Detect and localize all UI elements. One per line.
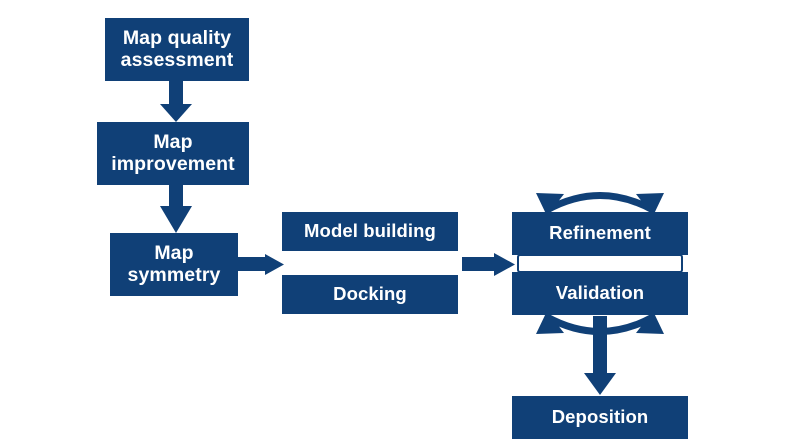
- node-map-quality-assessment-label: Map quality assessment: [120, 26, 234, 71]
- node-model-building[interactable]: Model building: [282, 212, 458, 251]
- arrow-map-quality-to-map-improvement: [160, 81, 192, 122]
- node-docking-label: Docking: [333, 283, 407, 305]
- refinement-validation-connector-plate: [517, 254, 683, 273]
- node-docking[interactable]: Docking: [282, 275, 458, 314]
- arrow-validation-to-deposition: [584, 316, 616, 395]
- node-validation-label: Validation: [555, 282, 645, 304]
- arrow-map-symmetry-to-build-dock: [238, 254, 284, 275]
- node-map-symmetry[interactable]: Map symmetry: [110, 233, 238, 296]
- node-deposition[interactable]: Deposition: [512, 396, 688, 439]
- node-validation[interactable]: Validation: [512, 272, 688, 315]
- node-map-symmetry-label: Map symmetry: [127, 241, 221, 286]
- node-map-improvement-label: Map improvement: [111, 130, 235, 175]
- node-map-quality-assessment[interactable]: Map quality assessment: [105, 18, 249, 81]
- node-refinement-label: Refinement: [549, 222, 651, 244]
- node-refinement[interactable]: Refinement: [512, 212, 688, 255]
- node-map-improvement[interactable]: Map improvement: [97, 122, 249, 185]
- node-model-building-label: Model building: [304, 220, 436, 242]
- node-deposition-label: Deposition: [551, 406, 649, 428]
- arrow-map-improvement-to-map-symmetry: [160, 185, 192, 233]
- arrow-build-dock-to-refine-validate: [462, 253, 515, 276]
